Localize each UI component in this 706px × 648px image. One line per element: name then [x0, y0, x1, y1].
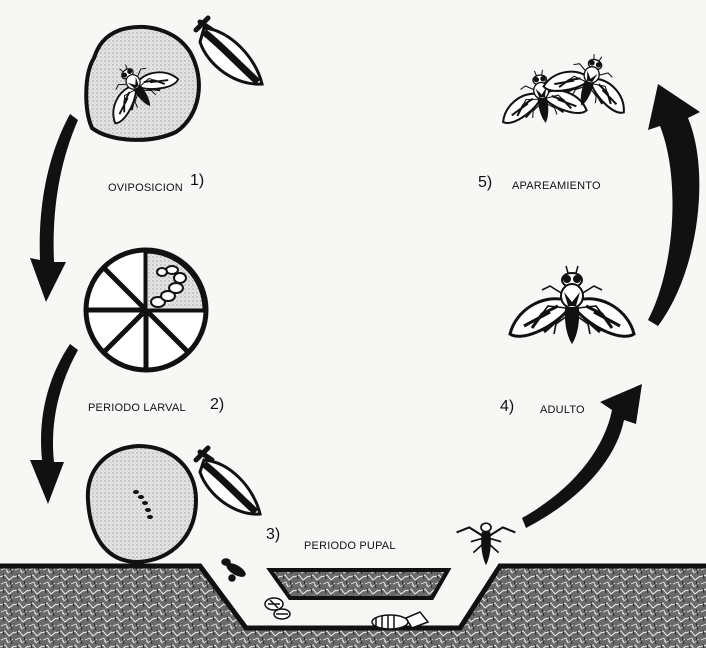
stage-number-4: 4) — [500, 398, 514, 416]
stage-number-1: 1) — [190, 172, 204, 190]
stage-number-2: 2) — [210, 396, 224, 414]
fly-icon — [510, 266, 634, 344]
soil-ground — [0, 566, 706, 648]
mating-flies-icon — [497, 42, 638, 128]
stage-label-oviposicion: OVIPOSICION — [108, 182, 183, 194]
stage-number-5: 5) — [478, 174, 492, 192]
stage-label-apareamiento: APAREAMIENTO — [512, 180, 601, 192]
stage-label-periodo-pupal: PERIODO PUPAL — [304, 540, 396, 552]
leaf-icon — [196, 448, 260, 514]
leaf-icon — [196, 18, 262, 84]
fruit-with-larva-icon — [88, 446, 196, 562]
stage-number-3: 3) — [266, 526, 280, 544]
stage-label-adulto: ADULTO — [540, 404, 585, 416]
stage-label-periodo-larval: PERIODO LARVAL — [88, 402, 186, 414]
cut-fruit-with-larva-icon — [86, 250, 206, 370]
fruit-with-fly-icon — [86, 27, 199, 140]
fly-icon — [457, 523, 516, 565]
